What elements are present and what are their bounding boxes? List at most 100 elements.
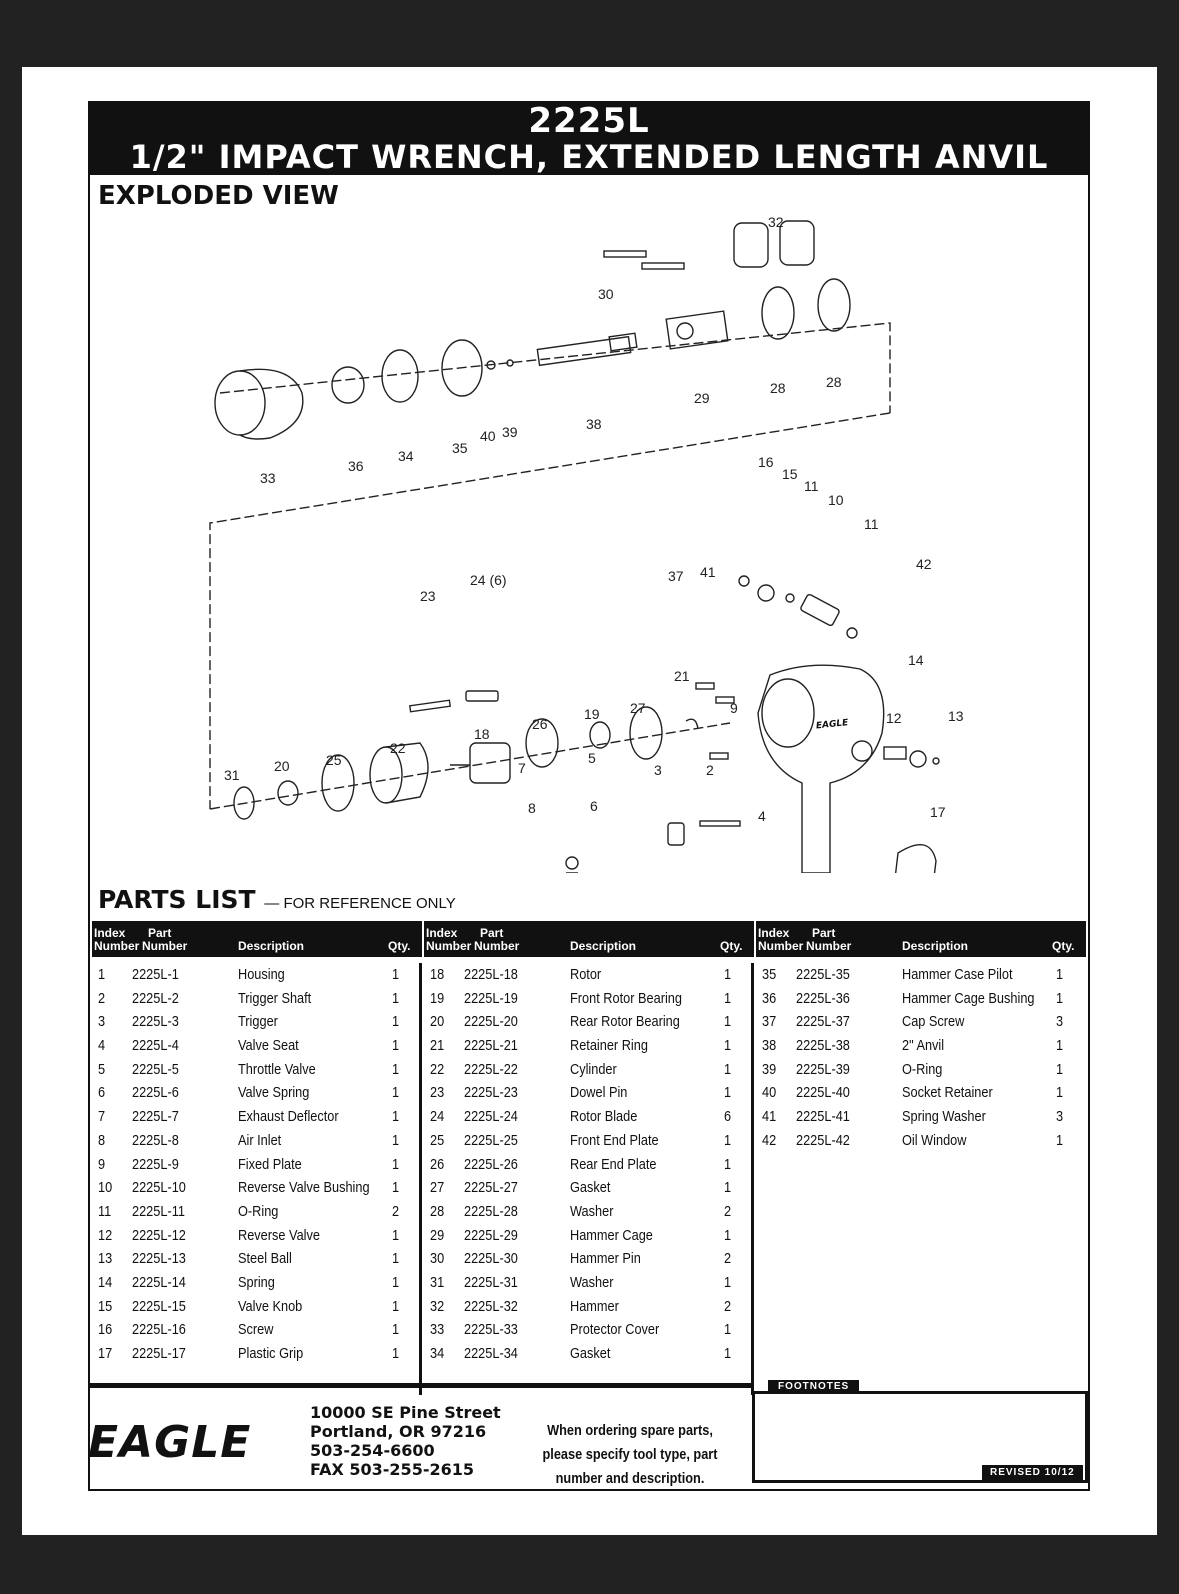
callout-label: 4: [758, 808, 766, 824]
cell-description: Rotor: [569, 966, 602, 983]
cell-index: 39: [761, 1060, 777, 1078]
cell-part-number: 2225L-16: [131, 1321, 186, 1339]
cell-part-number: 2225L-35: [795, 966, 850, 983]
callout-label: 19: [584, 706, 600, 722]
cell-description: Rotor Blade: [569, 1108, 638, 1126]
cell-description: Oil Window: [901, 1131, 967, 1149]
part-header-l1: Part: [812, 926, 836, 940]
title-bar: 2225L 1/2" IMPACT WRENCH, EXTENDED LENGT…: [90, 103, 1088, 175]
callout-label: 32: [768, 214, 784, 230]
exploded-view-diagram: EAGLE 3230282829383540393436331615111011…: [209, 214, 964, 873]
cell-part-number: 2225L-24: [463, 1108, 518, 1126]
callout-label: 38: [586, 416, 602, 432]
part-header-l2: Number: [474, 939, 520, 953]
parts-list-heading: PARTS LIST — FOR REFERENCE ONLY: [98, 885, 456, 914]
cell-description: Hammer: [569, 1297, 619, 1315]
cell-index: 38: [761, 1037, 777, 1055]
company-address: 10000 SE Pine Street Portland, OR 97216 …: [310, 1403, 501, 1479]
callout-label: 37: [668, 568, 684, 584]
callout-label: 6: [590, 798, 598, 814]
front-rotor-bearing: [589, 721, 611, 749]
cell-qty: 2: [723, 1250, 732, 1268]
cell-part-number: 2225L-32: [463, 1297, 518, 1315]
cell-description: 2" Anvil: [901, 1037, 945, 1055]
rotor-blade: [465, 690, 499, 702]
cell-description: Spring Washer: [901, 1108, 986, 1126]
part-header-l2: Number: [142, 939, 188, 953]
cell-part-number: 2225L-11: [131, 1202, 185, 1220]
housing-brand: EAGLE: [816, 718, 850, 731]
index-header-l1: Index: [758, 926, 790, 940]
description-header: Description: [570, 939, 637, 953]
cell-part-number: 2225L-5: [131, 1060, 179, 1078]
cell-part-number: 2225L-27: [463, 1179, 518, 1197]
part-header-l2: Number: [806, 939, 852, 953]
trigger: [667, 822, 685, 846]
cell-part-number: 2225L-12: [131, 1226, 186, 1244]
cell-index: 20: [429, 1013, 445, 1031]
cell-part-number: 2225L-19: [463, 989, 518, 1007]
cell-qty: 1: [391, 1250, 400, 1268]
cell-index: 7: [97, 1108, 106, 1126]
cell-qty: 1: [1055, 1084, 1064, 1102]
cell-qty: 1: [723, 1226, 732, 1244]
cell-description: Reverse Valve Bushing: [237, 1179, 370, 1197]
parts-table-1: Index Number Part Number Description Qty…: [92, 921, 422, 1395]
cell-index: 14: [97, 1273, 113, 1291]
callout-label: 31: [224, 767, 240, 783]
parts-table-header: Index Number Part Number Description Qty…: [92, 921, 422, 957]
cell-qty: 1: [391, 1321, 400, 1339]
index-header-l1: Index: [426, 926, 458, 940]
cell-description: Gasket: [569, 1179, 611, 1197]
cell-index: 5: [97, 1060, 106, 1078]
cell-part-number: 2225L-37: [795, 1013, 850, 1031]
callout-label: 35: [452, 440, 468, 456]
hammer-case-pilot: [441, 339, 483, 397]
hammers: [733, 220, 815, 268]
cell-part-number: 2225L-42: [795, 1131, 850, 1149]
spec-sheet: 2225L 1/2" IMPACT WRENCH, EXTENDED LENGT…: [22, 67, 1157, 1535]
cell-description: O-Ring: [901, 1060, 943, 1078]
cell-qty: 1: [1055, 1060, 1064, 1078]
address-line1: 10000 SE Pine Street: [310, 1403, 501, 1422]
footnotes-label: FOOTNOTES: [768, 1380, 860, 1393]
cell-index: 35: [761, 966, 777, 983]
housing: [757, 664, 885, 873]
cell-index: 32: [429, 1297, 445, 1315]
bottom-rule: [90, 1383, 752, 1388]
cell-description: Hammer Pin: [569, 1250, 641, 1268]
parts-table-header: Index Number Part Number Description Qty…: [424, 921, 754, 957]
cell-qty: 1: [391, 1060, 400, 1078]
table-row: 39 2225L-39 O-Ring 1: [756, 1058, 1084, 1082]
cell-part-number: 2225L-6: [131, 1084, 179, 1102]
cell-part-number: 2225L-39: [795, 1060, 850, 1078]
cell-qty: 1: [1055, 1131, 1064, 1149]
washer-31: [233, 786, 255, 820]
callout-label: 10: [828, 492, 844, 508]
eagle-logo: EAGLE: [88, 1417, 252, 1468]
index-header-l2: Number: [94, 939, 140, 953]
cell-index: 40: [761, 1084, 777, 1102]
retainer-ring: [685, 718, 699, 730]
index-header-l2: Number: [758, 939, 804, 953]
ordering-note: When ordering spare parts, please specif…: [542, 1422, 718, 1487]
cell-description: Front Rotor Bearing: [569, 989, 682, 1007]
cell-index: 21: [429, 1037, 445, 1055]
cell-description: Spring: [237, 1273, 275, 1291]
parts-table-2: Index Number Part Number Description Qty…: [424, 921, 754, 1395]
cell-part-number: 2225L-23: [463, 1084, 518, 1102]
callout-label: 2: [706, 762, 714, 778]
